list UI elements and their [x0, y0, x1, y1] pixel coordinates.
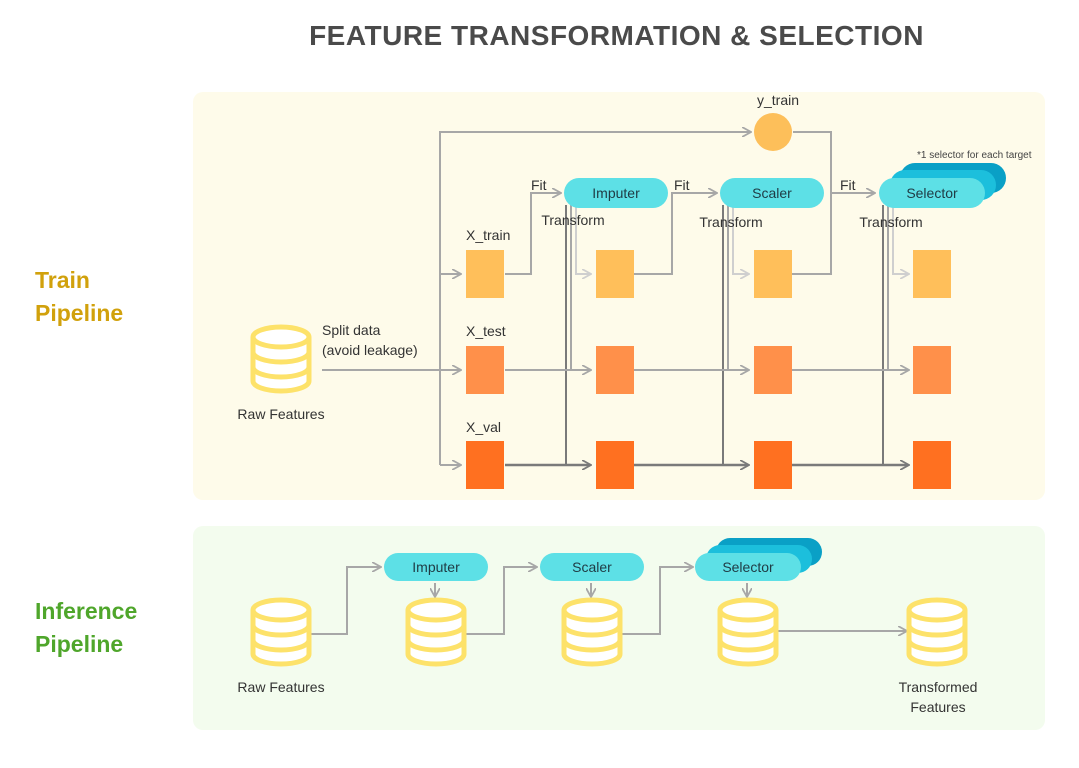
inference-scaled-database-icon — [564, 600, 620, 664]
selector-note: *1 selector for each target — [917, 150, 1032, 161]
fit-arrows — [505, 193, 874, 275]
train-scaler-label: Scaler — [752, 185, 792, 201]
x-test-box — [913, 346, 951, 394]
transformed-features-label-line1: Transformed — [899, 679, 978, 695]
inference-imputed-database-icon — [408, 600, 464, 664]
x-test-box — [754, 346, 792, 394]
x-val-box — [466, 441, 504, 489]
split-data-label: Split data — [322, 322, 381, 338]
x-test-box — [466, 346, 504, 394]
x-val-box — [754, 441, 792, 489]
x-train-box — [754, 250, 792, 298]
x-train-label: X_train — [466, 227, 510, 243]
inference-arrows — [311, 567, 906, 634]
train-label-line2: Pipeline — [35, 300, 124, 326]
x-test-boxes — [466, 346, 951, 394]
train-imputer-pill: Imputer — [564, 178, 668, 208]
inference-selected-database-icon — [720, 600, 776, 664]
train-scaler-pill: Scaler — [720, 178, 824, 208]
train-raw-features-label: Raw Features — [237, 406, 324, 422]
x-val-box — [596, 441, 634, 489]
fit-label-selector: Fit — [840, 177, 856, 193]
x-train-boxes — [466, 250, 951, 298]
inference-selector-label: Selector — [722, 559, 774, 575]
y-train-label: y_train — [757, 92, 799, 108]
x-train-box — [466, 250, 504, 298]
inference-imputer-pill: Imputer — [384, 553, 488, 581]
inference-pipeline-label: Inference Pipeline — [35, 595, 137, 661]
train-label-line1: Train — [35, 267, 90, 293]
transform-label-scaler: Transform — [699, 214, 762, 230]
x-val-label: X_val — [466, 419, 501, 435]
inference-transformed-database-icon — [909, 600, 965, 664]
x-train-box — [913, 250, 951, 298]
train-selector-label: Selector — [906, 185, 958, 201]
inference-label-line1: Inference — [35, 598, 138, 624]
transform-label-imputer: Transform — [541, 212, 604, 228]
y-train-arrow — [792, 131, 832, 275]
inference-raw-features-database-icon — [253, 600, 309, 664]
train-selector-stack: Selector — [879, 163, 1006, 208]
transformed-features-label-line2: Features — [910, 699, 965, 715]
train-pipeline-label: Train Pipeline — [35, 264, 123, 330]
x-test-label: X_test — [466, 323, 506, 339]
inference-imputer-label: Imputer — [412, 559, 460, 575]
x-test-box — [596, 346, 634, 394]
fit-label-imputer: Fit — [531, 177, 547, 193]
y-train-circle — [754, 113, 792, 151]
inference-label-line2: Pipeline — [35, 631, 124, 657]
raw-features-database-icon — [253, 327, 309, 391]
x-val-boxes — [466, 441, 951, 489]
inference-scaler-pill: Scaler — [540, 553, 644, 581]
inference-scaler-label: Scaler — [572, 559, 612, 575]
page-title: FEATURE TRANSFORMATION & SELECTION — [309, 20, 924, 51]
transform-label-selector: Transform — [859, 214, 922, 230]
fit-label-scaler: Fit — [674, 177, 690, 193]
inference-raw-features-label: Raw Features — [237, 679, 324, 695]
transform-lines — [565, 205, 908, 465]
train-imputer-label: Imputer — [592, 185, 640, 201]
x-train-box — [596, 250, 634, 298]
split-arrows — [322, 132, 750, 465]
x-val-box — [913, 441, 951, 489]
split-data-note: (avoid leakage) — [322, 342, 418, 358]
inference-selector-stack: Selector — [695, 538, 822, 581]
